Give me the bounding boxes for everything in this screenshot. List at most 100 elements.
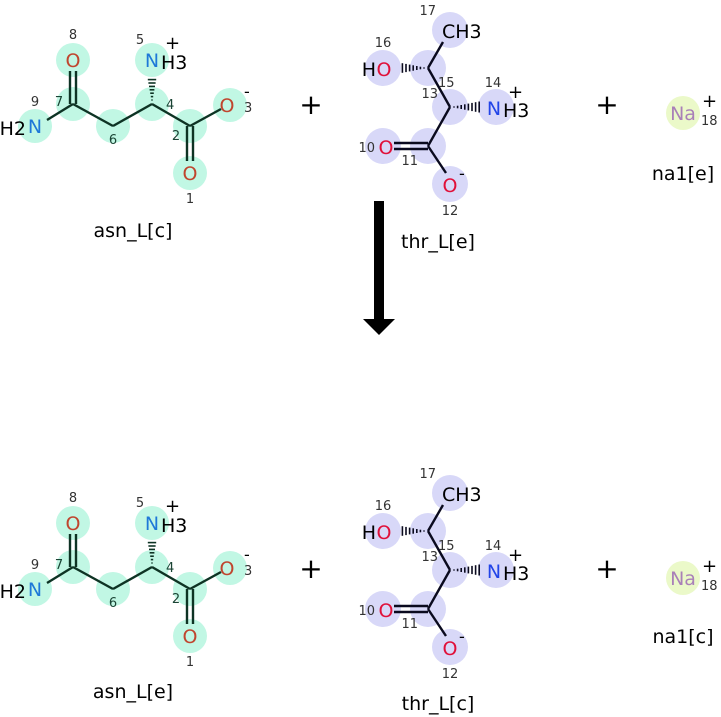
atom-highlight-9 [18,572,52,606]
atom-number: 12 [442,667,459,682]
atom-symbol: O [377,522,392,544]
sodium-symbol: Na [670,568,696,590]
atom-highlight-16 [365,513,401,549]
atom-number: 8 [69,28,77,43]
atom-symbol: O [379,600,394,622]
charge-sign: - [459,627,465,646]
atom-symbol: N [487,561,501,583]
atom-number: 2 [172,129,180,144]
reaction-arrow-icon [363,201,395,335]
hydrogen-label: H3 [503,563,529,585]
atom-symbol: N [28,116,42,138]
atom-number: 15 [438,76,455,91]
atom-number: 13 [421,550,438,565]
atom-highlight-5 [135,506,169,540]
atom-highlight-16 [365,50,401,86]
bond [189,107,222,128]
bond [46,102,74,122]
charge-sign: - [459,164,465,183]
bond [189,570,222,591]
charge-sign: + [702,91,717,112]
atom-symbol: O [183,626,198,648]
atom-symbol: CH3 [442,484,482,506]
atom-symbol: O [377,59,392,81]
plus-sign-4: + [595,552,618,585]
atom-symbol: O [66,513,81,535]
charge-sign: + [508,82,523,103]
atom-symbol: N [487,98,501,120]
atom-highlight-1 [173,619,207,653]
atom-symbol: O [443,175,458,197]
atom-number: 2 [172,592,180,607]
atom-number: 3 [244,564,252,579]
bond [46,565,74,585]
sodium-symbol: Na [670,103,696,125]
hydrogen-label: H3 [161,515,187,537]
bond [112,565,153,591]
atom-highlight-17 [432,12,468,48]
atom-symbol: O [443,638,458,660]
hydrogen-label: H [362,59,376,81]
reactant-label-na: na1[e] [652,163,714,185]
bond [426,569,452,610]
atom-symbol: N [28,579,42,601]
atom-symbol: O [220,558,235,580]
product-label-na: na1[c] [652,626,713,648]
atom-highlight-17 [432,475,468,511]
atom-number: 18 [701,114,718,129]
atom-highlight-12 [432,629,468,665]
atom-highlight-9 [18,109,52,143]
atom-number: 17 [419,467,436,482]
atom-highlight-8 [56,43,90,77]
atom-symbol: O [66,50,81,72]
bond [426,504,445,532]
plus-sign-1: + [299,88,322,121]
atom-number: 14 [485,76,502,91]
atom-number: 12 [442,204,459,219]
atom-number: 9 [31,558,39,573]
charge-sign: + [508,545,523,566]
charge-sign: - [244,82,250,101]
atom-symbol: CH3 [442,21,482,43]
plus-sign-2: + [595,88,618,121]
atom-highlight-14 [478,552,514,588]
atom-highlight-8 [56,506,90,540]
atom-number: 1 [186,655,194,670]
hydrogen-label: H2 [0,118,26,140]
atom-number: 7 [55,558,63,573]
atom-number: 5 [136,496,144,511]
product-label-thr: thr_L[c] [402,693,475,715]
atom-highlight-10 [365,591,401,627]
atom-number: 11 [401,617,418,632]
hydrogen-label: H [362,522,376,544]
atom-number: 16 [375,499,392,514]
atom-highlight-5 [135,43,169,77]
atom-symbol: O [183,163,198,185]
atom-symbol: O [379,137,394,159]
atom-number: 10 [358,604,375,619]
bond [426,530,452,571]
atom-number: 7 [55,95,63,110]
charge-sign: + [165,33,180,54]
bond [112,102,153,128]
atom-number: 6 [109,133,117,148]
atom-highlight-14 [478,89,514,125]
reactant-label-thr: thr_L[e] [401,231,475,253]
charge-sign: + [702,556,717,577]
bond [151,565,191,591]
atom-number: 3 [244,101,252,116]
plus-sign-3: + [299,552,322,585]
atom-highlight-18 [666,96,700,130]
charge-sign: + [165,496,180,517]
hydrogen-label: H3 [503,100,529,122]
charge-sign: - [244,545,250,564]
reactant-na1-e: Na 18 + [666,91,718,130]
atom-highlight-10 [365,128,401,164]
bond [151,102,191,128]
atom-symbol: N [145,50,159,72]
bond [426,41,445,69]
atom-number: 4 [166,561,174,576]
